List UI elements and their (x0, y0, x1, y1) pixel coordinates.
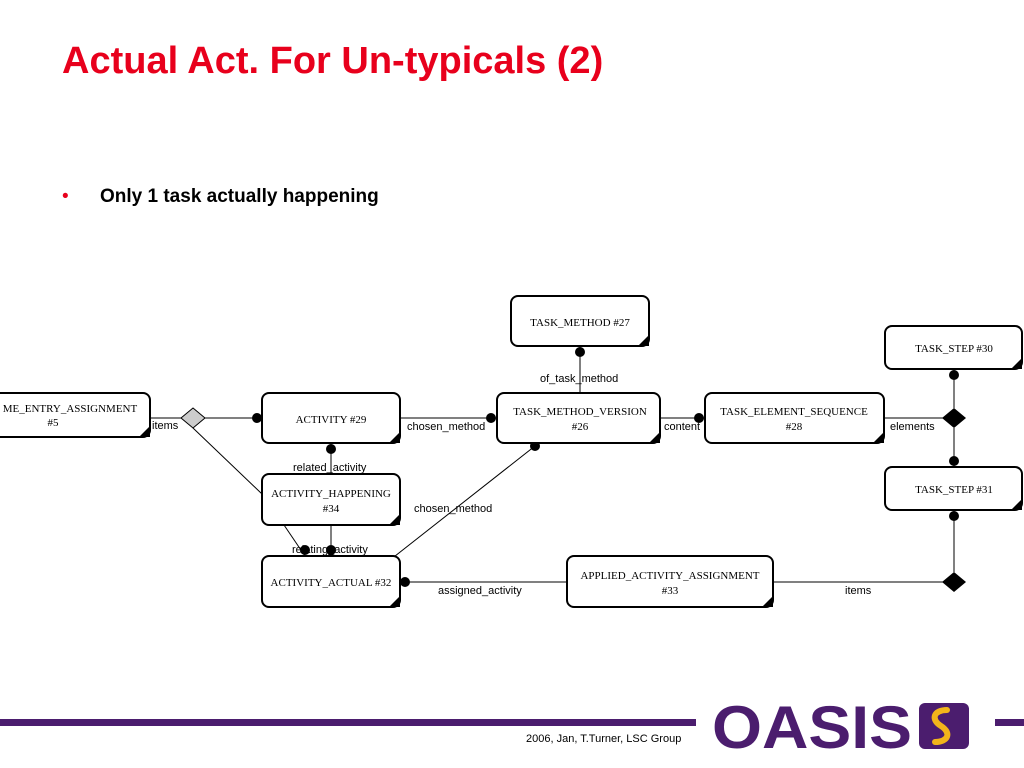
entity-box-time-entry-assignment: ME_ENTRY_ASSIGNMENT #5 (0, 392, 151, 438)
relationship-label: of_task_method (540, 373, 618, 385)
relationship-label: items (152, 420, 179, 432)
entity-box-applied-activity-assignment: APPLIED_ACTIVITY_ASSIGNMENT #33 (566, 555, 774, 608)
entity-box-task-method-version: TASK_METHOD_VERSION #26 (496, 392, 661, 444)
entity-box-activity: ACTIVITY #29 (261, 392, 401, 444)
footer-bar-right (995, 719, 1024, 726)
entity-box-text: ACTIVITY_ACTUAL #32 (271, 577, 392, 589)
oasis-logo: OASIS (712, 694, 969, 761)
logo-text: OASIS (712, 694, 912, 761)
slide-title: Actual Act. For Un-typicals (2) (62, 40, 604, 82)
supertype-diamond-icon (942, 408, 966, 428)
relationship-dots (252, 347, 959, 587)
entity-box-text: TASK_METHOD_VERSION (513, 406, 647, 418)
relationship-label: assigned_activity (438, 585, 522, 597)
entity-box-task-element-sequence: TASK_ELEMENT_SEQUENCE #28 (704, 392, 885, 444)
entity-box-task-method: TASK_METHOD #27 (510, 295, 650, 347)
bullet-dot-icon: • (62, 186, 69, 207)
entity-box-text: ACTIVITY #29 (296, 414, 367, 426)
select-diamond-icon (180, 407, 206, 429)
relationship-label: chosen_method (414, 503, 492, 515)
entity-box-text: TASK_STEP #30 (915, 343, 993, 355)
relationship-label: items (845, 585, 872, 597)
relationship-label: content (664, 421, 700, 433)
bullet-item: • Only 1 task actually happening (62, 186, 379, 208)
entity-box-text: TASK_STEP #31 (915, 484, 993, 496)
relationship-label: elements (890, 421, 935, 433)
entity-box-task-step-30: TASK_STEP #30 (884, 325, 1023, 370)
relationship-label: relating_activity (292, 544, 368, 556)
entity-box-text: TASK_METHOD #27 (530, 317, 630, 329)
entity-box-text: #26 (572, 421, 589, 433)
relationship-label: related_activity (293, 462, 367, 474)
entity-box-activity-happening: ACTIVITY_HAPPENING #34 (261, 473, 401, 526)
relationship-label: chosen_method (407, 421, 485, 433)
entity-box-text: #33 (662, 585, 679, 597)
footer-bar-left (0, 719, 696, 726)
entity-box-activity-actual: ACTIVITY_ACTUAL #32 (261, 555, 401, 608)
entity-box-text: ACTIVITY_HAPPENING (271, 488, 391, 500)
entity-box-text: APPLIED_ACTIVITY_ASSIGNMENT (580, 570, 759, 582)
bullet-text: Only 1 task actually happening (100, 186, 379, 207)
entity-box-task-step-31: TASK_STEP #31 (884, 466, 1023, 511)
footer-text: 2006, Jan, T.Turner, LSC Group (526, 733, 682, 745)
entity-box-text: ME_ENTRY_ASSIGNMENT (3, 403, 138, 415)
entity-box-text: #5 (48, 417, 60, 429)
entity-box-text: TASK_ELEMENT_SEQUENCE (720, 406, 868, 418)
entity-box-text: #28 (786, 421, 803, 433)
entity-box-text: #34 (323, 503, 340, 515)
supertype-diamond-icon (942, 572, 966, 592)
